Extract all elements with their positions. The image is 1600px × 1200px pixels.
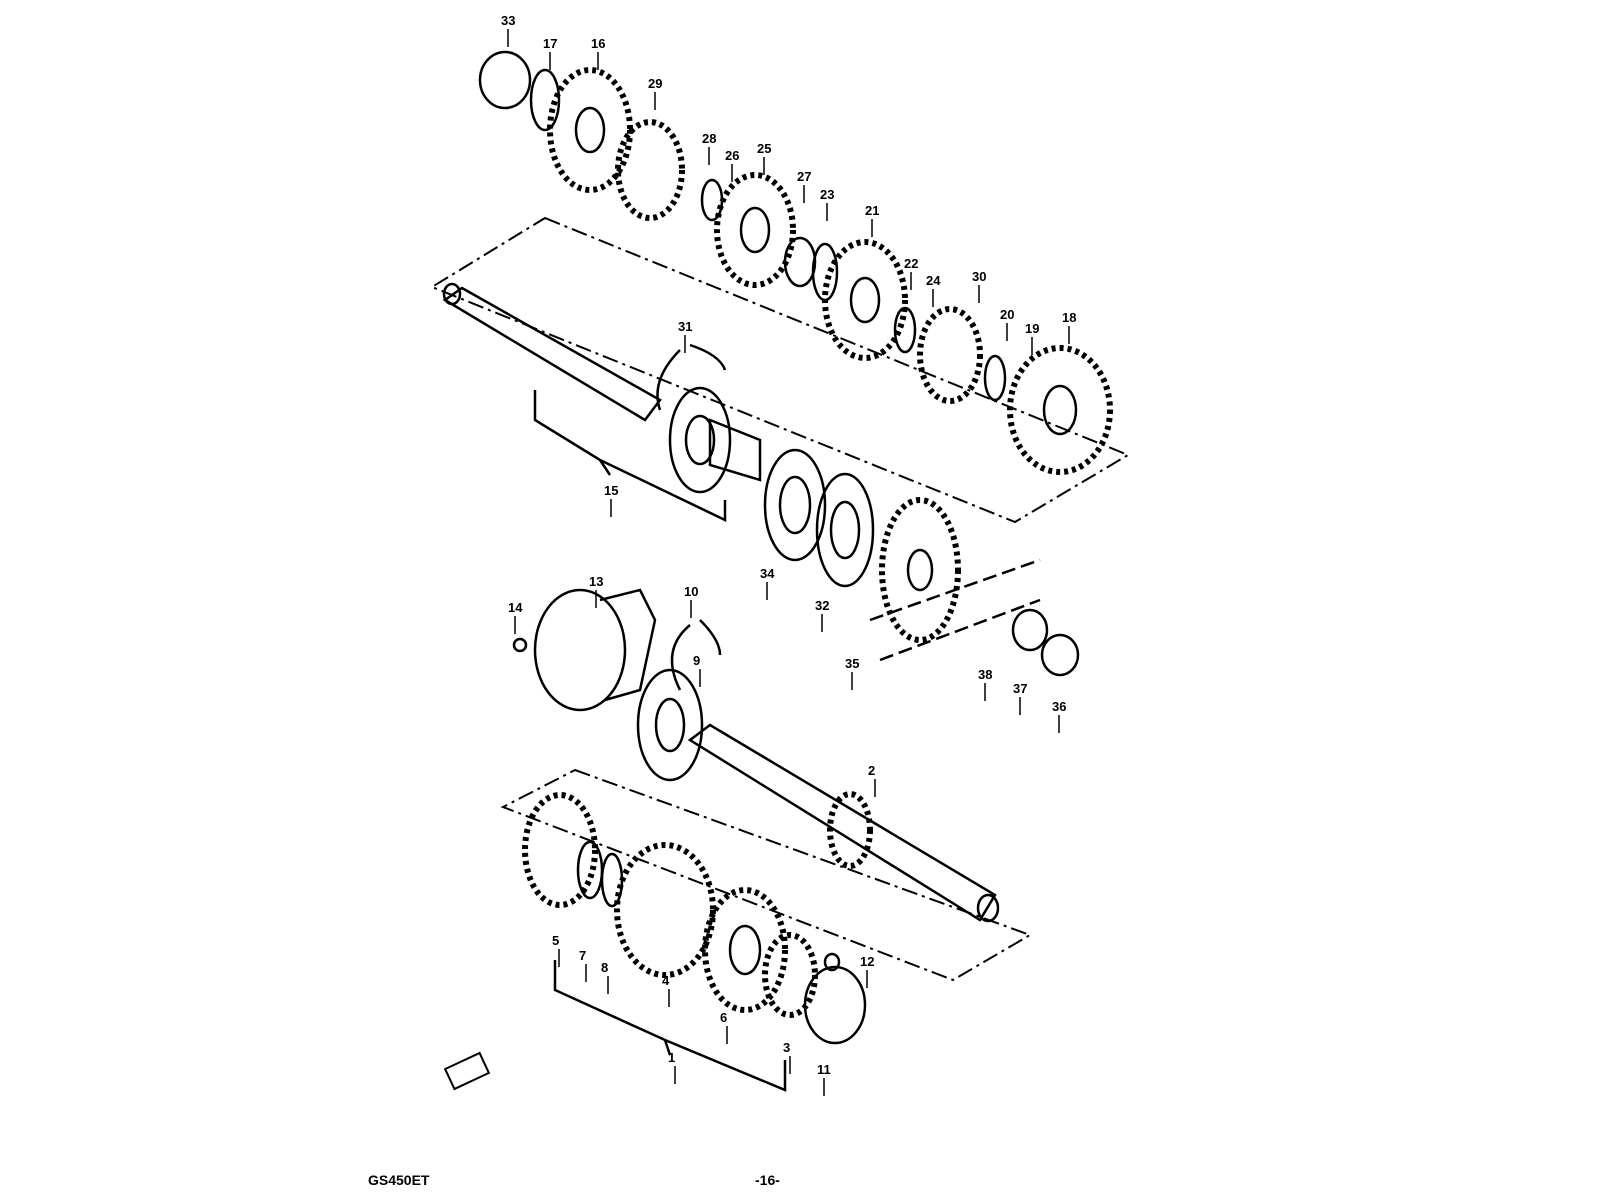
part-label-34: 34 <box>760 566 775 581</box>
part-label-23: 23 <box>820 187 834 202</box>
part-label-31: 31 <box>678 319 692 334</box>
part-label-13: 13 <box>589 574 603 589</box>
sprocket-and-chain <box>869 497 1080 677</box>
model-code: GS450ET <box>368 1172 430 1188</box>
part-label-16: 16 <box>591 36 605 51</box>
part-label-10: 10 <box>684 584 698 599</box>
countershaft <box>442 282 875 588</box>
part-label-22: 22 <box>904 256 918 271</box>
part-label-26: 26 <box>725 148 739 163</box>
part-label-1: 1 <box>668 1050 675 1065</box>
bearing-retainer-parts <box>512 588 722 782</box>
part-label-2: 2 <box>868 763 875 778</box>
bracket-15 <box>533 390 727 522</box>
part-label-19: 19 <box>1025 321 1039 336</box>
part-label-8: 8 <box>601 960 608 975</box>
driveshaft-gears <box>522 792 867 1045</box>
part-label-6: 6 <box>720 1010 727 1025</box>
part-label-18: 18 <box>1062 310 1076 325</box>
part-label-32: 32 <box>815 598 829 613</box>
part-label-7: 7 <box>579 948 586 963</box>
part-label-3: 3 <box>783 1040 790 1055</box>
countershaft-group-box <box>429 216 1131 524</box>
part-label-21: 21 <box>865 203 879 218</box>
part-label-15: 15 <box>604 483 618 498</box>
part-label-9: 9 <box>693 653 700 668</box>
part-label-14: 14 <box>508 600 523 615</box>
part-label-24: 24 <box>926 273 941 288</box>
part-label-33: 33 <box>501 13 515 28</box>
page-number: -16- <box>755 1172 780 1188</box>
part-label-4: 4 <box>662 973 670 988</box>
part-label-11: 11 <box>817 1062 831 1077</box>
bracket-1 <box>553 960 787 1092</box>
part-label-37: 37 <box>1013 681 1027 696</box>
reference-symbol <box>443 1051 491 1091</box>
part-label-28: 28 <box>702 131 716 146</box>
part-label-38: 38 <box>978 667 992 682</box>
part-label-30: 30 <box>972 269 986 284</box>
part-label-35: 35 <box>845 656 859 671</box>
part-label-36: 36 <box>1052 699 1066 714</box>
part-label-25: 25 <box>757 141 771 156</box>
part-label-5: 5 <box>552 933 559 948</box>
part-label-27: 27 <box>797 169 811 184</box>
driveshaft-group-box <box>500 768 1033 982</box>
part-label-29: 29 <box>648 76 662 91</box>
countershaft-gears <box>478 50 1113 475</box>
drive-shaft <box>687 723 1000 923</box>
part-label-20: 20 <box>1000 307 1014 322</box>
part-label-12: 12 <box>860 954 874 969</box>
part-label-17: 17 <box>543 36 557 51</box>
